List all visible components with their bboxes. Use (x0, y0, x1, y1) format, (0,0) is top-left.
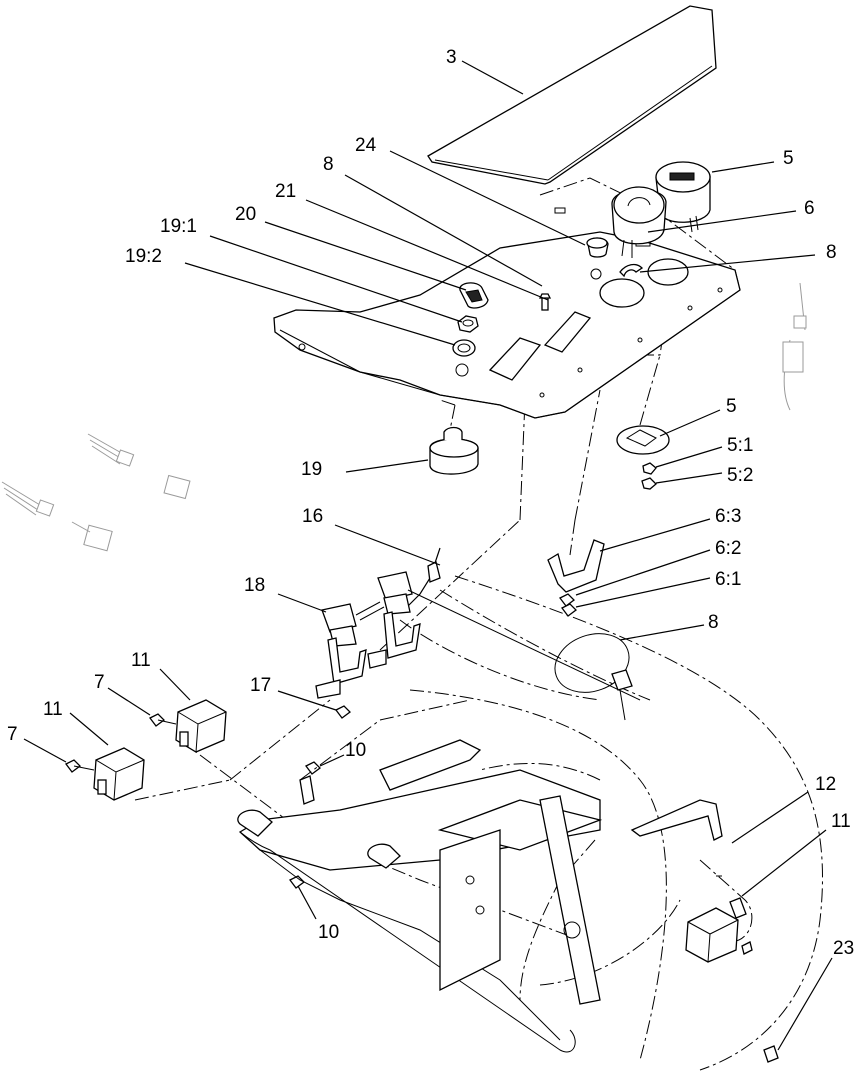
screw-21 (538, 293, 552, 311)
callout-8: 8 (323, 154, 334, 175)
callout-16: 16 (302, 506, 323, 527)
frame-phantom (134, 299, 823, 1071)
callout-5-2: 5:2 (727, 465, 753, 486)
callout-7: 7 (94, 672, 105, 693)
nut-19-1 (457, 315, 479, 333)
gauge-top (611, 186, 667, 258)
callout-8: 8 (708, 612, 719, 633)
callout-6-3: 6:3 (715, 506, 741, 527)
callout-17: 17 (250, 675, 271, 696)
key-20 (459, 282, 489, 309)
callout-7: 7 (7, 724, 18, 745)
relay-lower (65, 747, 145, 801)
callout-labels: 3 24 8 21 20 19:1 19:2 5 6 8 5 5:1 5:2 1… (7, 47, 854, 959)
callout-19-2: 19:2 (125, 246, 162, 267)
callout-11: 11 (831, 811, 851, 832)
callout-19: 19 (301, 459, 322, 480)
relay-right (685, 875, 779, 1063)
nuts-5 (641, 462, 657, 490)
callout-20: 20 (235, 204, 256, 225)
callout-12: 12 (815, 774, 836, 795)
panel-cover (427, 5, 717, 185)
callout-5: 5 (783, 148, 794, 169)
callout-5: 5 (726, 396, 737, 417)
ignition-switch (429, 426, 479, 475)
relay-upper (149, 699, 227, 753)
frame-weldment (237, 699, 603, 1053)
callout-3: 3 (446, 47, 457, 68)
seat-switch-assembly (315, 547, 441, 699)
callout-24: 24 (355, 135, 377, 156)
callout-23: 23 (833, 938, 854, 959)
background-harness (1, 282, 807, 552)
callout-6-2: 6:2 (715, 538, 741, 559)
callout-21: 21 (275, 181, 296, 202)
callout-18: 18 (244, 575, 265, 596)
gauge-back-5 (616, 425, 670, 455)
nut-17 (335, 705, 351, 719)
lynch-pin (407, 589, 641, 721)
callout-11: 11 (131, 650, 151, 671)
callout-6-1: 6:1 (715, 569, 741, 590)
clip-8-top (619, 263, 644, 278)
callout-19-1: 19:1 (160, 216, 197, 237)
bracket-6-3 (547, 539, 605, 617)
plug-24 (586, 237, 609, 258)
callout-8: 8 (826, 242, 837, 263)
control-panel (273, 177, 741, 419)
callout-11: 11 (43, 699, 63, 720)
callout-10: 10 (318, 922, 339, 943)
callout-10: 10 (345, 740, 366, 761)
hour-meter-top (655, 161, 711, 233)
bracket-12 (630, 799, 723, 841)
washer-19-2 (452, 339, 476, 357)
callout-5-1: 5:1 (727, 435, 753, 456)
callout-6: 6 (804, 198, 815, 219)
leader-lines (23, 60, 833, 1051)
